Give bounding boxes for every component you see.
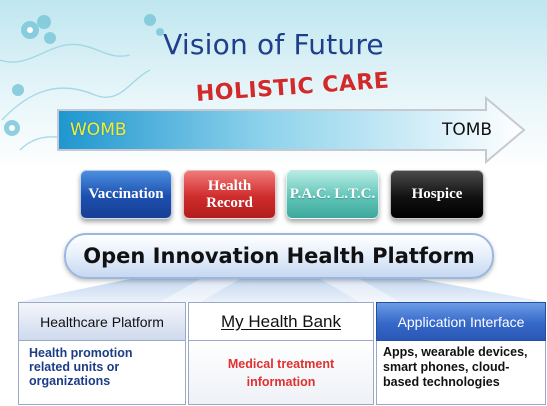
healthcare-platform-description: Health promotion related units or organi… [18,341,186,405]
womb-label: WOMB [70,120,127,140]
page-title: Vision of Future [163,28,384,61]
healthcare-platform-heading: Healthcare Platform [18,302,186,341]
my-health-bank-heading-text: My Health Bank [221,311,341,331]
open-innovation-platform-banner: Open Innovation Health Platform [64,233,494,279]
health-record-stage: Health Record [183,170,276,219]
lifespan-arrow [57,96,526,164]
my-health-bank-heading: My Health Bank [188,302,374,341]
application-interface-description: Apps, wearable devices, smart phones, cl… [376,341,546,405]
pac-ltc-stage: P.A.C. L.T.C. [286,170,379,219]
application-interface-heading: Application Interface [376,302,546,341]
light-rays [18,279,546,302]
my-health-bank-description: Medical treatment information [188,341,374,405]
tomb-label: TOMB [442,120,493,140]
hospice-stage: Hospice [390,170,484,219]
vaccination-stage: Vaccination [80,170,172,219]
